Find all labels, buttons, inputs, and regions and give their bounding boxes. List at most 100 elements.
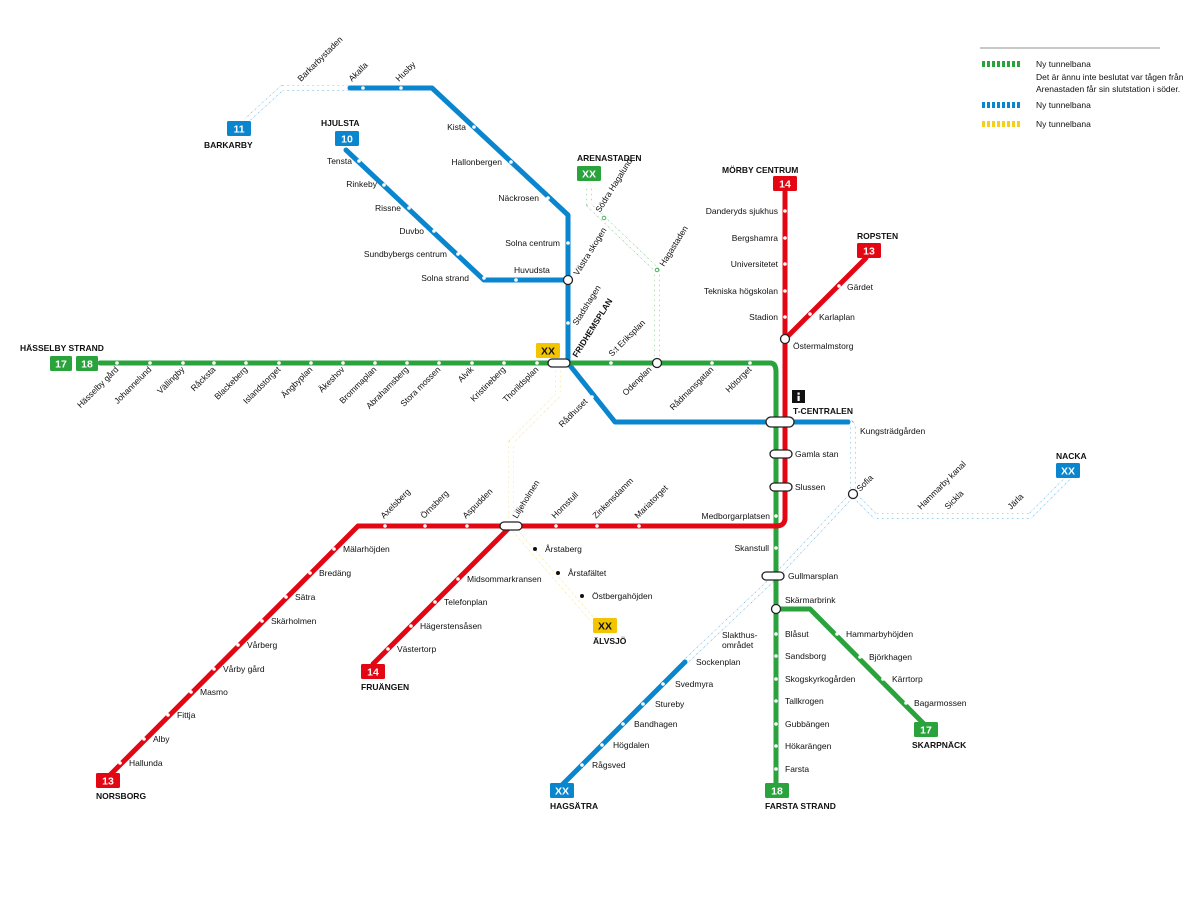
transfer-ostermalmstorg[interactable]: [779, 333, 791, 345]
station-label: Rådmansgatan: [668, 364, 716, 412]
station-label: Hallunda: [129, 758, 163, 768]
station-label: Rågsved: [592, 760, 626, 770]
legend-swatch-blue: [980, 102, 1020, 108]
station-label: Kärrtorp: [892, 674, 923, 684]
svg-text:18: 18: [81, 359, 93, 371]
transfer-skarmarbrink[interactable]: [770, 603, 782, 615]
station-label: Skärholmen: [271, 616, 317, 626]
station-label: Vårby gård: [223, 664, 265, 674]
legend-swatch-green: [980, 61, 1020, 67]
station-label: Mälarhöjden: [343, 544, 390, 554]
station-label: Svedmyra: [675, 679, 714, 689]
badge-fruangen[interactable]: 14: [361, 664, 385, 679]
badge-arenastaden[interactable]: XX: [577, 166, 601, 181]
transfer-sofia[interactable]: [847, 488, 859, 500]
badge-farsta-strand[interactable]: 18: [765, 783, 789, 798]
station-label: Sockenplan: [696, 657, 741, 667]
station-label: Örnsberg: [418, 488, 450, 520]
svg-text:XX: XX: [1061, 466, 1075, 478]
station-label: Bandhagen: [634, 719, 678, 729]
station-label: Solna strand: [421, 273, 469, 283]
station-label: Rådhuset: [557, 396, 590, 429]
badge-hjulsta[interactable]: 10: [335, 131, 359, 146]
station-label: Hägerstensåsen: [420, 621, 482, 631]
badge-ropsten[interactable]: 13: [857, 243, 881, 258]
station-label: Karlaplan: [819, 312, 855, 322]
station-label: Hökarängen: [785, 741, 832, 751]
transfer-vastra-skogen[interactable]: [562, 274, 574, 286]
station-label: Aspudden: [460, 486, 494, 520]
station-label: Tekniska högskolan: [704, 286, 778, 296]
badge-skarpnack[interactable]: 17: [914, 722, 938, 737]
station-label: Järla: [1005, 491, 1025, 511]
station-label: Huvudsta: [514, 265, 550, 275]
transfer-fridhemsplan[interactable]: [547, 358, 571, 368]
transfer-liljeholmen[interactable]: [499, 521, 523, 531]
svg-text:XX: XX: [582, 169, 596, 181]
badge-barkarby[interactable]: 11: [227, 121, 251, 136]
line-arenastaden-dash: [586, 183, 660, 366]
station-label: Midsommarkransen: [467, 574, 542, 584]
terminus-label: MÖRBY CENTRUM: [722, 165, 798, 175]
station-label: Stureby: [655, 699, 685, 709]
line-blue-akalla: [347, 85, 781, 425]
station-label: Husby: [393, 59, 418, 84]
badge-norsborg[interactable]: 13: [96, 773, 120, 788]
terminus-label: NACKA: [1056, 451, 1087, 461]
station-label: S:t Eriksplan: [606, 317, 647, 358]
badge-hagsatra[interactable]: XX: [550, 783, 574, 798]
badge-hasselby-18[interactable]: 18: [76, 356, 98, 371]
svg-text:11: 11: [233, 124, 244, 136]
transfer-odenplan[interactable]: [651, 357, 663, 369]
station-label: Södra Hagalund: [593, 156, 634, 214]
transfer-slussen[interactable]: [769, 482, 793, 492]
station-label: Hammarby kanal: [915, 459, 968, 512]
station-label: Akalla: [346, 60, 370, 84]
station-label: Hammarbyhöjden: [846, 629, 913, 639]
station-label: Rinkeby: [346, 179, 377, 189]
badge-fridhemsplan-xx[interactable]: XX: [536, 343, 560, 358]
station-label: Skanstull: [735, 543, 770, 553]
legend-item-text: Det är ännu inte beslutat var tågen från: [1036, 72, 1184, 82]
station-label: Barkarbystaden: [295, 34, 344, 83]
transfer-gamla-stan[interactable]: [769, 449, 793, 459]
station-label: Vällingby: [155, 364, 187, 396]
station-label: Stadion: [749, 312, 778, 322]
line-green-skarpnack: [773, 606, 928, 728]
station-label: Gullmarsplan: [788, 571, 838, 581]
badge-nacka[interactable]: XX: [1056, 463, 1080, 478]
station-label: Kista: [447, 122, 466, 132]
station-label: Årstaberg: [545, 544, 582, 554]
station-label: Farsta: [785, 764, 809, 774]
svg-text:17: 17: [55, 359, 67, 371]
station-label: Bergshamra: [732, 233, 779, 243]
transfer-gullmarsplan[interactable]: [761, 571, 785, 581]
legend-swatch-yellow: [980, 121, 1020, 127]
info-icon[interactable]: [792, 390, 805, 403]
badge-alvsjo[interactable]: XX: [593, 618, 617, 633]
badge-hasselby-17[interactable]: 17: [50, 356, 72, 371]
station-label: Zinkensdamm: [590, 476, 635, 521]
station-label: Hötorget: [723, 364, 754, 395]
yellow-line-dots: [533, 547, 584, 598]
station-label: området: [722, 640, 754, 650]
line-red-ropsten: [782, 255, 869, 342]
transfer-tcentralen[interactable]: [765, 416, 795, 428]
badge-morby[interactable]: 14: [773, 176, 797, 191]
legend-item-text: Ny tunnelbana: [1036, 59, 1091, 69]
station-label: Åkeshov: [316, 364, 347, 395]
station-label: Alby: [153, 734, 170, 744]
terminus-label: ÄLVSJÖ: [593, 636, 627, 646]
station-label: Gärdet: [847, 282, 874, 292]
terminus-label: ARENASTADEN: [577, 153, 642, 163]
station-label: Årstafältet: [568, 568, 607, 578]
terminus-label: SKARPNÄCK: [912, 740, 967, 750]
legend-item-text: Ny tunnelbana: [1036, 100, 1091, 110]
station-label: Skogskyrkogården: [785, 674, 856, 684]
station-label: Råcksta: [189, 364, 218, 393]
station-label: Sickla: [942, 488, 965, 511]
terminus-label: T-CENTRALEN: [793, 406, 853, 416]
line-yellow-dash: [508, 360, 601, 629]
svg-text:14: 14: [367, 667, 379, 679]
